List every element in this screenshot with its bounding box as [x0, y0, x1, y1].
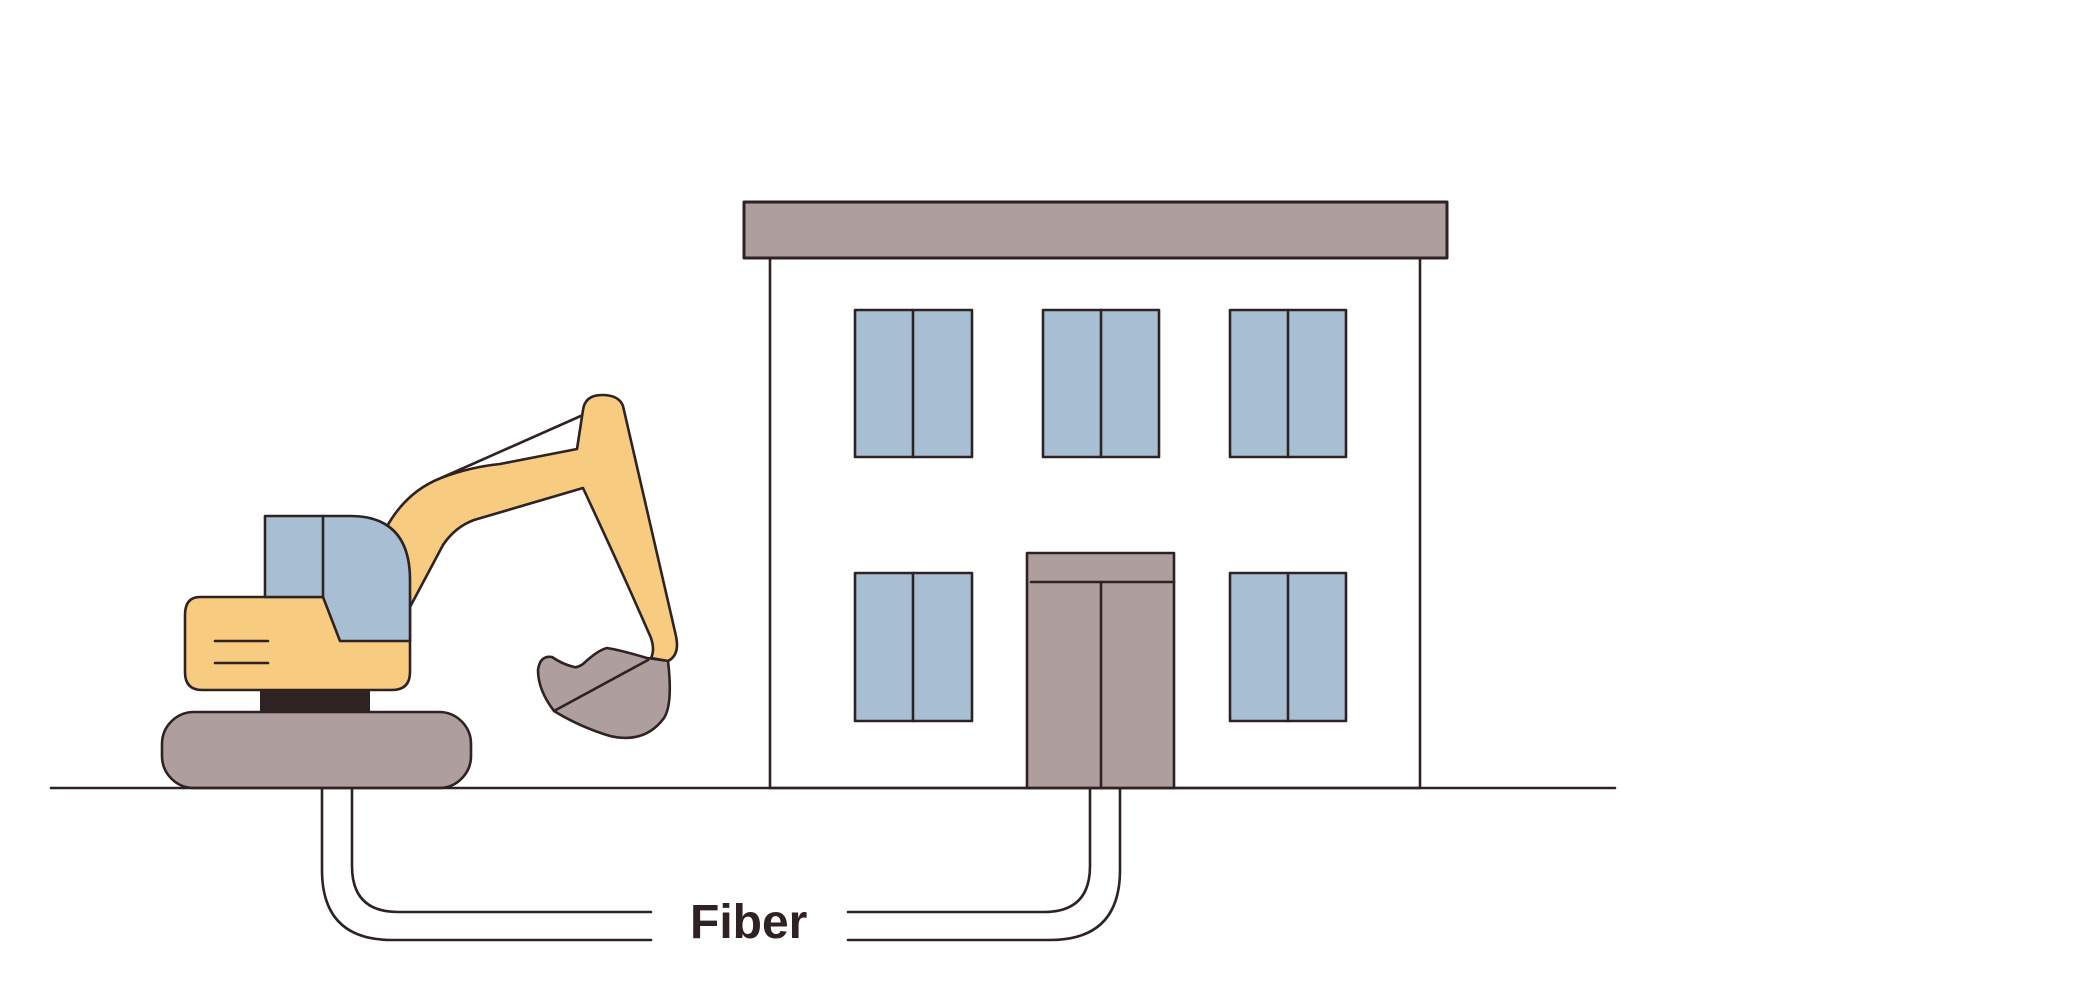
boom-cylinder — [439, 413, 585, 480]
building-roof — [742, 200, 1449, 260]
fiber-label: Fiber — [690, 896, 808, 949]
excavator-boom — [383, 393, 679, 663]
fiber-conduit — [320, 786, 1122, 942]
excavator-turntable — [260, 690, 370, 712]
window-bottom-2 — [1228, 571, 1348, 723]
excavator-bucket — [536, 646, 672, 740]
window-top-1 — [853, 308, 974, 459]
window-top-3 — [1228, 308, 1348, 459]
excavator — [160, 393, 679, 790]
excavator-tracks — [160, 710, 473, 790]
excavator-cab — [263, 514, 412, 643]
building-door — [1025, 551, 1176, 790]
window-bottom-1 — [853, 571, 974, 723]
window-top-2 — [1041, 308, 1161, 459]
building — [742, 200, 1449, 790]
